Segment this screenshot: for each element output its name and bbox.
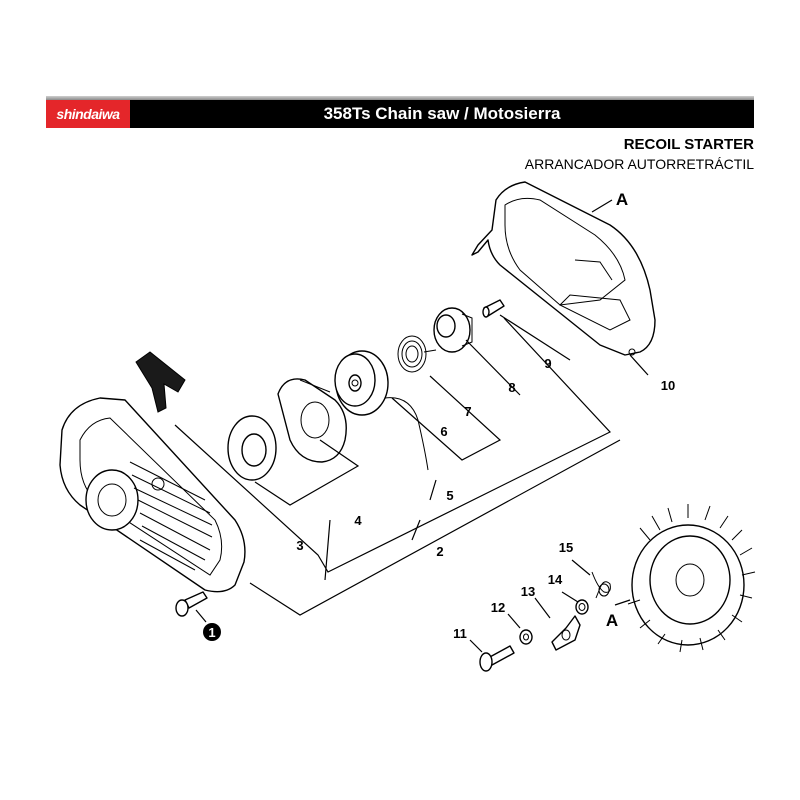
part-10-fan-housing[interactable]	[471, 181, 656, 356]
header-bar: shindaiwa 358Ts Chain saw / Motosierra	[46, 96, 754, 128]
part-11-screw[interactable]	[479, 645, 515, 672]
part-4-spring-case[interactable]	[227, 415, 277, 481]
callout-5: 5	[446, 488, 453, 503]
section-subtitle: ARRANCADOR AUTORRETRÁCTIL	[524, 156, 754, 172]
part-4-reel[interactable]	[277, 378, 347, 463]
section-title: RECOIL STARTER	[623, 136, 754, 153]
part-3-handle[interactable]	[135, 351, 186, 413]
callout-12: 12	[491, 600, 505, 615]
page-title: 358Ts Chain saw / Motosierra	[323, 104, 561, 123]
part-2-starter-cover[interactable]	[59, 397, 246, 593]
callout-4: 4	[354, 513, 362, 528]
part-7-spring[interactable]	[397, 335, 437, 373]
callout-1-bullet	[203, 623, 221, 641]
callout-7: 7	[464, 404, 471, 419]
callout-13: 13	[521, 584, 535, 599]
flywheel[interactable]	[627, 504, 756, 653]
brand-logo: shindaiwa	[46, 100, 130, 128]
part-5-rope[interactable]	[384, 397, 429, 471]
callouts: 1 2 3 4 5 6 7 8 9 10 11 12 13 14 15 A A	[203, 190, 675, 641]
part-12-washer[interactable]	[519, 629, 533, 645]
callout-14: 14	[548, 572, 563, 587]
part-13-pawl[interactable]	[551, 615, 581, 651]
callout-1: 1	[208, 625, 215, 640]
reference-a-lower: A	[606, 611, 618, 630]
part-9-screw[interactable]	[482, 299, 505, 318]
part-15-spring[interactable]	[591, 571, 611, 599]
callout-10: 10	[661, 378, 675, 393]
callout-11: 11	[453, 626, 467, 641]
part-6-pulley[interactable]	[334, 350, 389, 416]
part-14-washer[interactable]	[575, 599, 589, 615]
part-8-hub[interactable]	[433, 307, 473, 353]
callout-2: 2	[436, 544, 443, 559]
callout-9: 9	[544, 356, 551, 371]
callout-15: 15	[559, 540, 573, 555]
leader-lines	[174, 199, 649, 653]
callout-6: 6	[440, 424, 447, 439]
reference-a-upper: A	[616, 190, 628, 209]
part-1-screw[interactable]	[175, 591, 208, 617]
header-shade	[46, 96, 754, 100]
callout-3: 3	[296, 538, 303, 553]
callout-8: 8	[508, 380, 515, 395]
